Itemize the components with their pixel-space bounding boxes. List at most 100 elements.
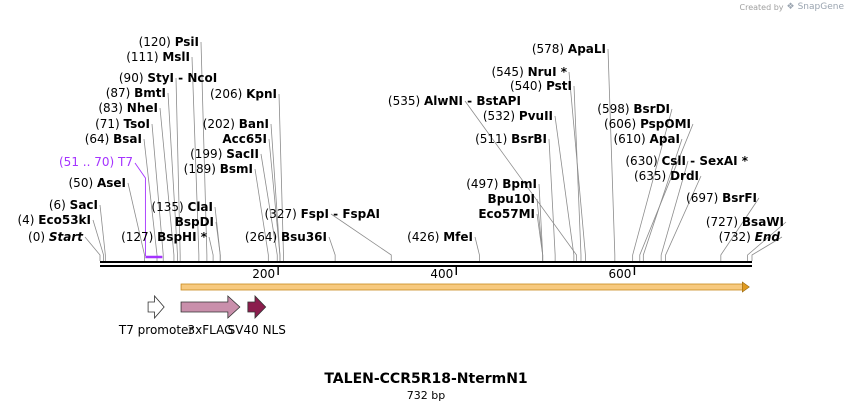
site-connector [607, 48, 616, 261]
site-connector [330, 213, 392, 261]
site-label[interactable]: (83) NheI [98, 101, 158, 115]
site-label-text: Bpu10I [488, 192, 535, 206]
site-label-text: (127) BspHI * [121, 230, 208, 244]
orf-arrow[interactable] [180, 281, 750, 293]
site-label-text: (610) ApaI [613, 132, 680, 146]
sequence-backbone [100, 261, 752, 267]
site-connector [720, 197, 760, 261]
feature-arrow-0[interactable] [147, 294, 165, 320]
site-label[interactable]: (732) End [719, 230, 781, 244]
ruler-tick-label: 600 [609, 267, 632, 281]
site-label[interactable]: (90) StyI - NcoI [119, 71, 217, 85]
site-label[interactable]: (4) Eco53kI [17, 213, 91, 227]
site-label-text: (535) AlwNI - BstAPI [388, 94, 521, 108]
site-connector [464, 100, 577, 261]
site-label[interactable]: Acc65I [222, 132, 267, 146]
site-connectors [84, 41, 787, 261]
site-label[interactable]: (120) PsiI [139, 35, 199, 49]
site-connector [254, 168, 269, 261]
site-label[interactable]: (540) PstI [510, 79, 572, 93]
site-label-text: (189) BsmI [184, 162, 253, 176]
site-connector [639, 123, 694, 261]
site-label-text: (4) Eco53kI [17, 213, 91, 227]
site-label-text: (120) PsiI [139, 35, 199, 49]
site-connector [568, 71, 586, 261]
site-label-text: (0) Start [28, 230, 84, 244]
ruler-tick-label: 200 [252, 267, 275, 281]
site-label-text: (264) Bsu36I [245, 230, 327, 244]
site-label[interactable]: (71) TsoI [95, 117, 150, 131]
site-label[interactable]: (630) CslI - SexAI * [625, 154, 748, 168]
site-label-text: (497) BpmI [466, 177, 537, 191]
site-connector [92, 219, 104, 261]
site-label[interactable]: (111) MslI [126, 50, 190, 64]
site-label-text: (83) NheI [98, 101, 158, 115]
orf-bar[interactable] [180, 283, 744, 291]
site-label[interactable]: (545) NruI * [491, 65, 567, 79]
site-label[interactable]: (535) AlwNI - BstAPI [388, 94, 521, 108]
site-label[interactable]: (598) BsrDI [597, 102, 670, 116]
site-label[interactable]: (606) PspOMI [604, 117, 691, 131]
site-label-text: (135) ClaI [151, 200, 213, 214]
site-connector [632, 108, 673, 261]
site-labels: (0) Start (4) Eco53kI(6) SacI (50) AseI (64… [17, 35, 784, 244]
primer-t7-label[interactable]: (51 .. 70) T7 [59, 155, 133, 169]
feature-arrow-2[interactable] [247, 295, 267, 319]
site-connector [99, 204, 106, 261]
site-label-text: (71) TsoI [95, 117, 150, 131]
site-label[interactable]: (426) MfeI [407, 230, 473, 244]
site-label[interactable]: (202) BanI [203, 117, 269, 131]
site-connector [200, 41, 208, 261]
site-label-text: (206) KpnI [210, 87, 277, 101]
site-label[interactable]: (511) BsrBI [475, 132, 547, 146]
site-label[interactable]: (6) SacI [49, 198, 98, 212]
site-connector [554, 115, 575, 261]
site-label[interactable]: (87) BmtI [106, 86, 166, 100]
site-label[interactable]: (264) Bsu36I [245, 230, 327, 244]
site-label[interactable]: (127) BspHI * [121, 230, 208, 244]
site-connector [278, 93, 284, 261]
site-label[interactable]: (610) ApaI [613, 132, 680, 146]
site-connector [84, 236, 101, 261]
site-connector [191, 56, 200, 261]
site-label[interactable]: (497) BpmI [466, 177, 537, 191]
site-label[interactable]: (64) BsaI [85, 132, 142, 146]
site-label-text: Eco57MI [478, 207, 535, 221]
site-label-text: (635) DrdI [634, 169, 699, 183]
site-label-text: BspDI [175, 215, 214, 229]
site-label[interactable]: (727) BsaWI [706, 215, 784, 229]
site-label[interactable]: (206) KpnI [210, 87, 277, 101]
site-label[interactable]: (50) AseI [69, 176, 127, 190]
site-label[interactable]: BspDI [175, 215, 214, 229]
site-label[interactable]: (578) ApaLI [532, 42, 606, 56]
site-label[interactable]: (189) BsmI [184, 162, 253, 176]
site-label[interactable]: (635) DrdI [634, 169, 699, 183]
feature-label-1: 3xFLAG [187, 323, 233, 337]
site-label[interactable]: (532) PvuII [483, 109, 553, 123]
site-label[interactable]: (697) BsrFI [686, 191, 757, 205]
site-connector [260, 153, 278, 261]
site-connector [159, 107, 175, 261]
site-label[interactable]: (135) ClaI [151, 200, 213, 214]
site-connector [747, 221, 787, 261]
site-label-text: (87) BmtI [106, 86, 166, 100]
site-label[interactable]: (199) SacII [190, 147, 259, 161]
site-label[interactable]: Bpu10I [488, 192, 535, 206]
orf-arrowhead-icon [742, 281, 750, 293]
site-label[interactable]: Eco57MI [478, 207, 535, 221]
site-label-text: (598) BsrDI [597, 102, 670, 116]
map-title: TALEN-CCR5R18-NtermN1 [324, 371, 528, 387]
site-connector [642, 138, 683, 261]
site-connector [151, 123, 164, 261]
credit-text: Created by [739, 2, 784, 12]
feature-arrow-1[interactable] [180, 295, 241, 319]
site-label[interactable]: (327) FspI - FspAI [265, 207, 381, 221]
site-label-text: (111) MslI [126, 50, 190, 64]
site-connector [536, 213, 544, 261]
site-label-text: (606) PspOMI [604, 117, 691, 131]
site-label-text: (578) ApaLI [532, 42, 606, 56]
site-label[interactable]: (0) Start [28, 230, 84, 244]
feature-label-2: SV40 NLS [228, 323, 286, 337]
credit-brand: SnapGene [797, 2, 844, 12]
